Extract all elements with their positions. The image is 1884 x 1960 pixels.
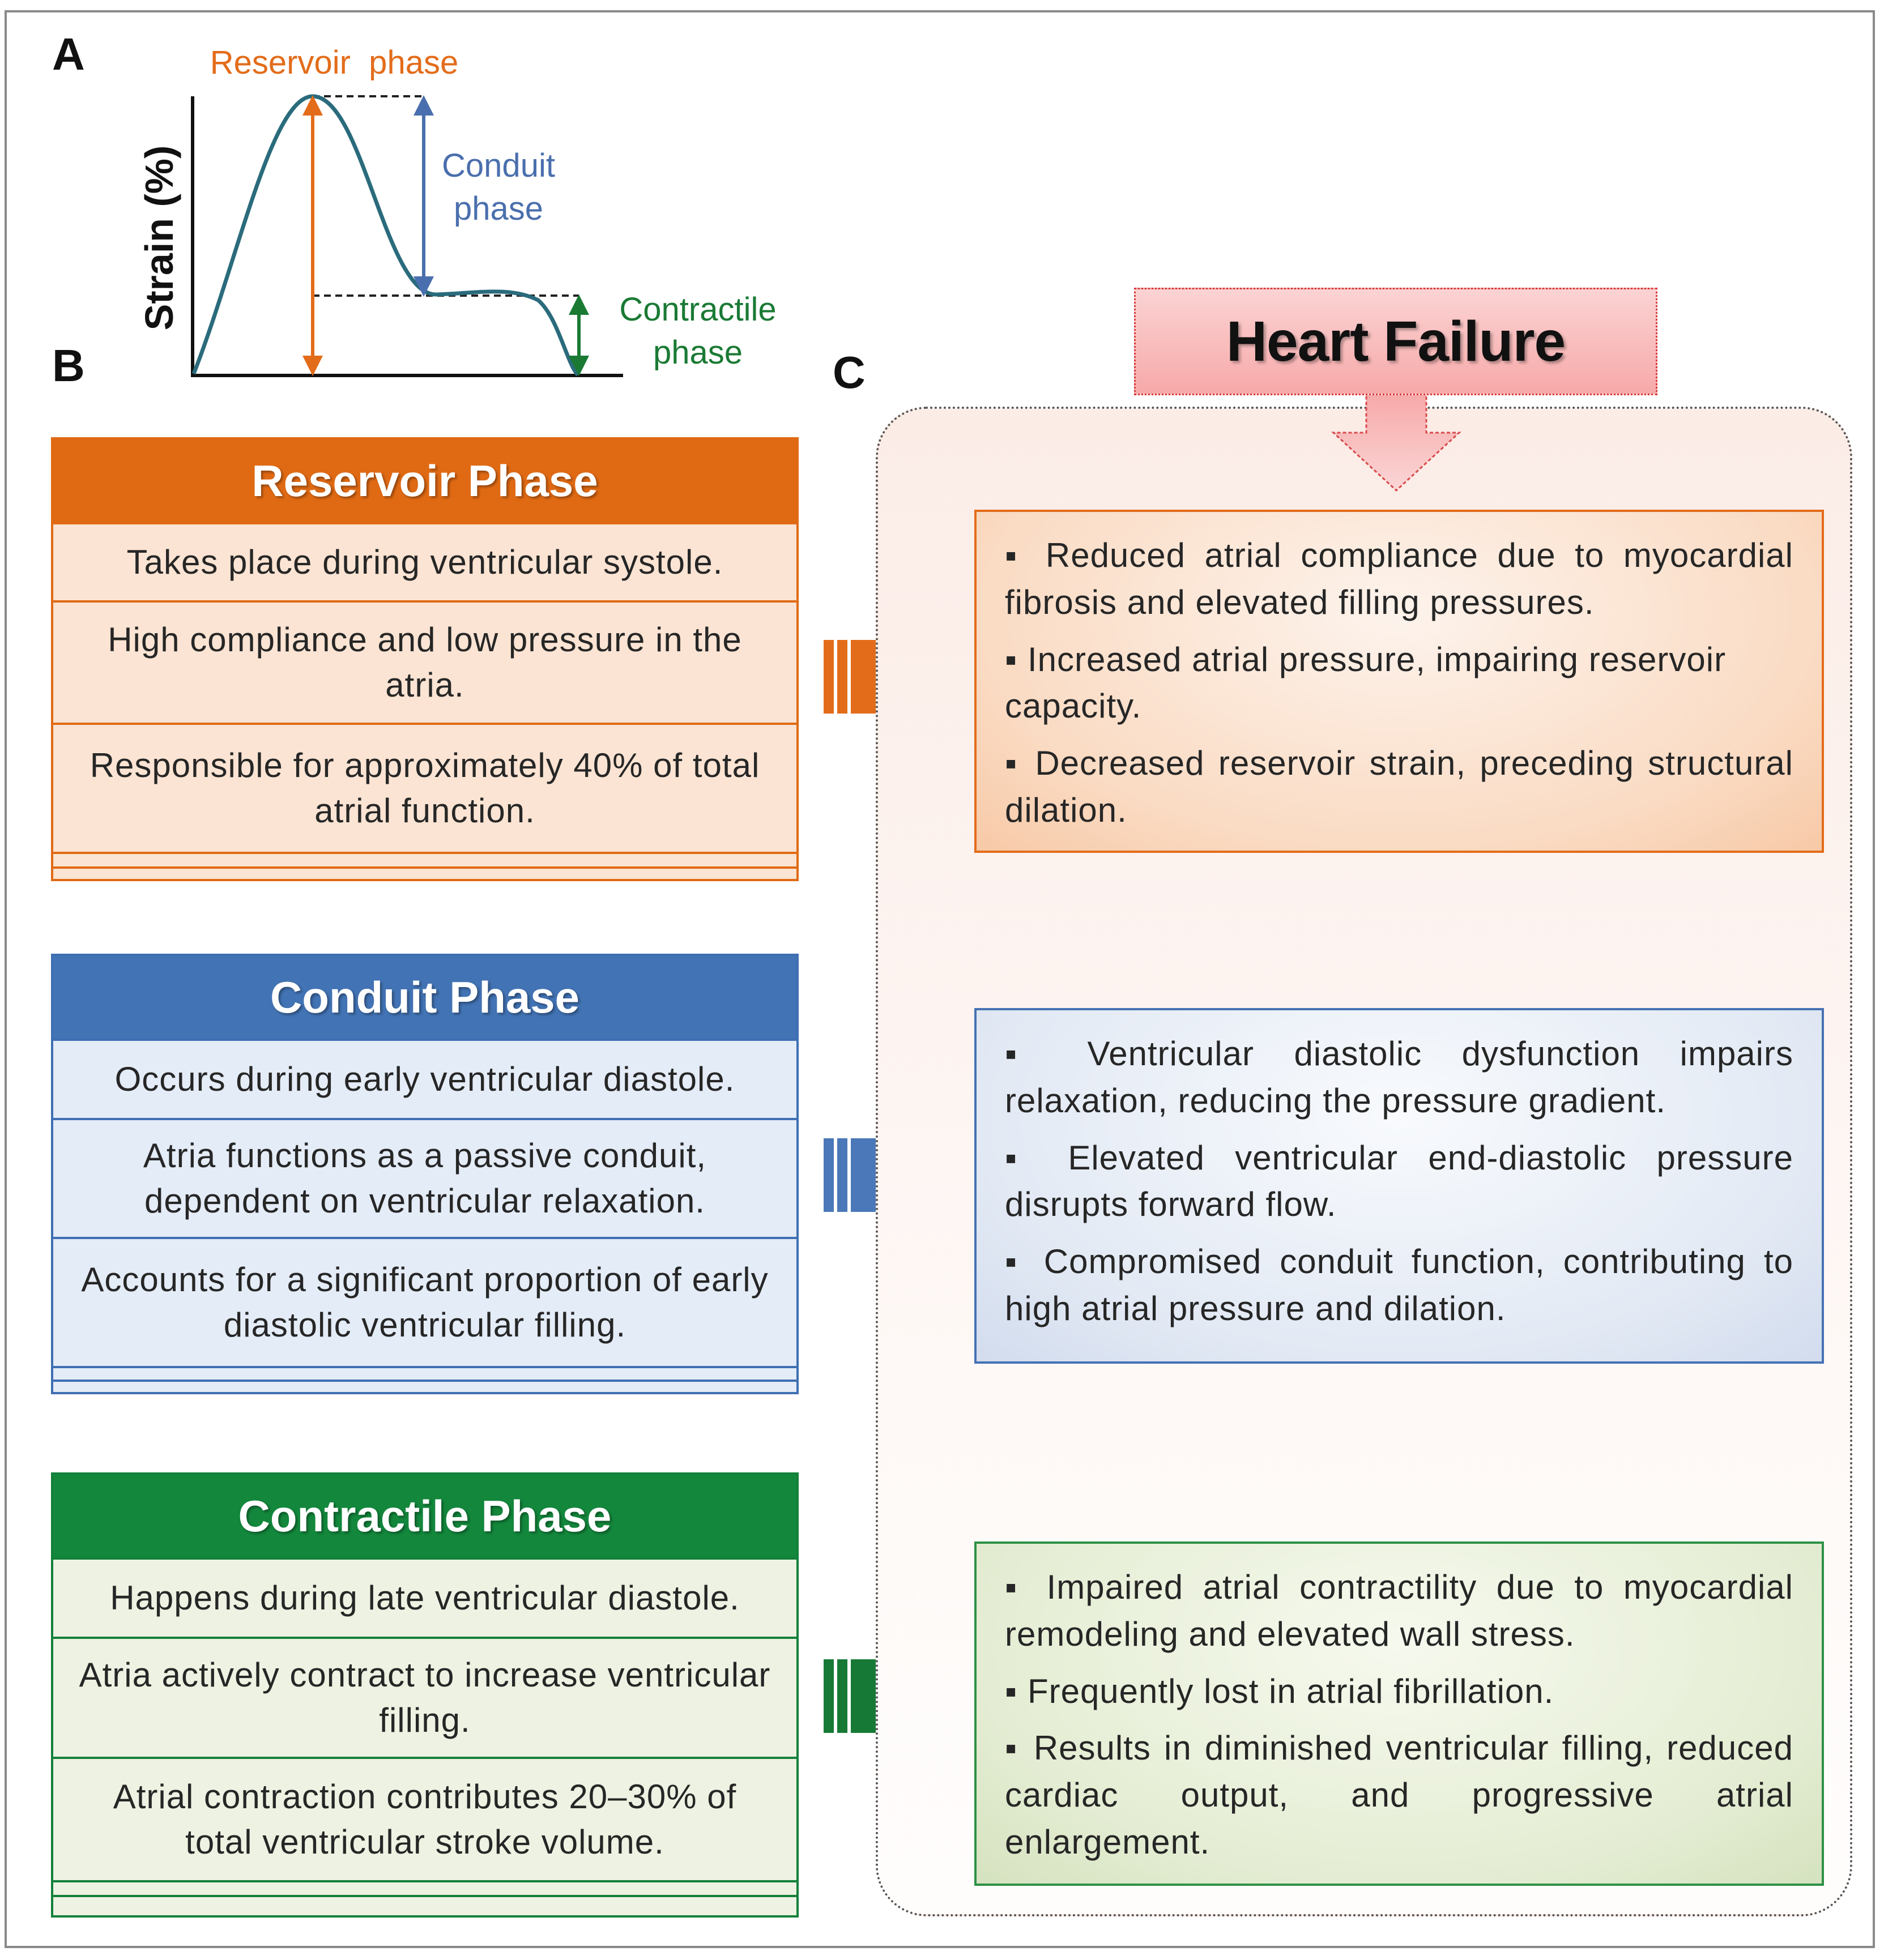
conduit-phase-item: Occurs during early ventricular diastole… xyxy=(53,1039,796,1118)
effect-item: ▪ Ventricular diastolic dysfunction impa… xyxy=(1005,1035,1793,1120)
reservoir-phase-label: Reservoir phase xyxy=(210,44,458,81)
conduit-phase-title: Conduit Phase xyxy=(53,956,796,1039)
contractile-phase-divider xyxy=(53,1895,796,1907)
conduit-phase-label-line1: Conduit xyxy=(442,147,555,184)
strain-curve xyxy=(191,94,579,377)
conduit-phase-divider xyxy=(53,1380,796,1392)
reservoir-phase-box: Reservoir Phase Takes place during ventr… xyxy=(51,437,799,881)
contractile-phase-label-line1: Contractile xyxy=(619,291,776,328)
contractile-phase-item: Atria actively contract to increase vent… xyxy=(53,1637,796,1757)
contractile-phase-box: Contractile Phase Happens during late ve… xyxy=(51,1472,799,1918)
effect-item: ▪ Decreased reservoir strain, preceding … xyxy=(1005,744,1793,829)
conduit-phase-box: Conduit Phase Occurs during early ventri… xyxy=(51,954,799,1394)
heart-failure-title: Heart Failure xyxy=(1134,288,1657,395)
effect-item: ▪ Reduced atrial compliance due to myoca… xyxy=(1005,536,1793,621)
effect-item: ▪ Frequently lost in atrial fibrillation… xyxy=(1005,1672,1554,1710)
panel-label-b: B xyxy=(52,340,85,391)
contractile-phase-item: Atrial contraction contributes 20–30% of… xyxy=(53,1757,796,1880)
effect-item: ▪ Impaired atrial contractility due to m… xyxy=(1005,1568,1793,1653)
y-axis-label: Strain (%) xyxy=(137,146,181,331)
reservoir-phase-item: High compliance and low pressure in the … xyxy=(53,600,796,723)
panel-label-a: A xyxy=(52,29,85,79)
strain-curve-diagram: Strain (%) Reservoir phase Conduit phase… xyxy=(137,44,777,377)
reservoir-phase-title: Reservoir Phase xyxy=(53,439,796,522)
heart-failure-down-arrow-icon xyxy=(1331,393,1461,492)
reservoir-hf-effects: ▪ Reduced atrial compliance due to myoca… xyxy=(974,510,1824,853)
contractile-phase-divider xyxy=(53,1880,796,1895)
effect-item: ▪ Compromised conduit function, contribu… xyxy=(1005,1242,1793,1327)
figure-frame xyxy=(5,10,1875,1948)
conduit-phase-label-line2: phase xyxy=(454,190,543,227)
conduit-hf-effects: ▪ Ventricular diastolic dysfunction impa… xyxy=(974,1008,1824,1364)
contractile-phase-item: Happens during late ventricular diastole… xyxy=(53,1557,796,1637)
conduit-phase-item: Atria functions as a passive conduit, de… xyxy=(53,1118,796,1237)
effect-item: ▪ Elevated ventricular end-diastolic pre… xyxy=(1005,1138,1793,1224)
contractile-phase-label-line2: phase xyxy=(653,334,743,371)
effect-item: ▪ Results in diminished ventricular fill… xyxy=(1005,1729,1793,1861)
contractile-phase-title: Contractile Phase xyxy=(53,1475,796,1557)
effect-item: ▪ Increased atrial pressure, impairing r… xyxy=(1005,640,1727,725)
panel-label-c: C xyxy=(833,347,866,398)
conduit-phase-divider xyxy=(53,1366,796,1380)
reservoir-phase-divider xyxy=(53,866,796,879)
reservoir-phase-divider xyxy=(53,852,796,866)
reservoir-phase-item: Responsible for approximately 40% of tot… xyxy=(53,723,796,852)
contractile-hf-effects: ▪ Impaired atrial contractility due to m… xyxy=(974,1541,1824,1886)
reservoir-phase-item: Takes place during ventricular systole. xyxy=(53,522,796,600)
conduit-phase-item: Accounts for a significant proportion of… xyxy=(53,1237,796,1366)
